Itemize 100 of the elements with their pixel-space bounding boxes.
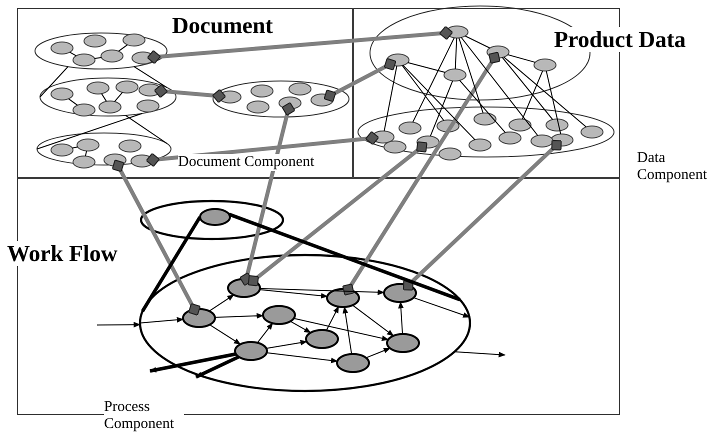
line [68, 98, 78, 106]
component-oval [130, 154, 154, 168]
arrow [266, 352, 338, 364]
component-oval [278, 96, 302, 110]
component-oval [50, 144, 74, 156]
component-oval [530, 134, 554, 148]
arrow [398, 301, 404, 334]
line [72, 146, 78, 148]
component-label: Data Component [637, 150, 707, 184]
line [101, 93, 107, 102]
layer-ellipse [34, 32, 168, 70]
connector-line [146, 131, 380, 167]
line [454, 38, 458, 70]
component-oval [98, 100, 122, 114]
component-oval [132, 52, 154, 64]
process-oval [199, 208, 231, 226]
component-label: Document Component [178, 154, 314, 172]
line [134, 66, 168, 88]
component-oval [138, 84, 162, 96]
component-oval [72, 54, 96, 66]
component-oval [550, 134, 574, 146]
arrow [140, 317, 184, 324]
line [125, 114, 168, 144]
component-oval [446, 26, 468, 38]
connector-line [154, 84, 226, 104]
process-oval [386, 333, 420, 353]
arrow [454, 351, 506, 358]
layer-ellipse [36, 132, 172, 168]
line [402, 65, 444, 121]
component-oval [486, 46, 510, 58]
arrow [149, 352, 236, 373]
arrow [260, 288, 385, 296]
component-oval [534, 58, 556, 72]
layer-ellipse [212, 80, 350, 118]
line [402, 64, 476, 140]
line [460, 37, 538, 136]
arrow [266, 340, 308, 349]
line [40, 66, 68, 98]
line [458, 37, 484, 114]
panel-heading: Product Data [552, 27, 688, 52]
component-oval [84, 34, 106, 48]
layer-ellipse [140, 200, 284, 240]
component-oval [122, 34, 146, 46]
process-oval [336, 353, 370, 373]
component-oval [288, 82, 312, 96]
line [412, 37, 455, 123]
component-oval [436, 120, 460, 132]
layer-ellipse [358, 106, 614, 160]
component-oval [218, 90, 242, 104]
line [507, 54, 536, 63]
component-oval [468, 138, 492, 152]
line [407, 62, 446, 73]
component-oval [104, 154, 126, 166]
process-oval [234, 341, 268, 361]
arrow [413, 297, 470, 318]
component-oval [136, 100, 160, 112]
component-oval [250, 84, 274, 98]
arrow [342, 306, 352, 354]
connector-line [146, 26, 454, 64]
component-oval [438, 148, 462, 160]
process-oval [262, 305, 296, 325]
component-oval [246, 100, 270, 114]
arrow [290, 320, 312, 334]
arrow [352, 304, 394, 336]
panel [17, 8, 353, 178]
arrow [195, 355, 240, 379]
arrow [214, 313, 264, 319]
component-oval [76, 138, 100, 152]
line [459, 80, 506, 134]
line [464, 36, 490, 48]
layer-ellipse [138, 254, 472, 392]
arrow [208, 294, 234, 312]
component-oval [50, 88, 74, 100]
arrow [96, 322, 141, 328]
connector-line [248, 141, 428, 286]
line [118, 44, 128, 52]
component-oval [116, 80, 138, 94]
component-oval [72, 156, 96, 168]
component-oval [498, 132, 522, 144]
line [69, 52, 77, 56]
connector-line [402, 140, 562, 291]
component-oval [546, 118, 568, 132]
component-oval [474, 112, 496, 126]
panel-heading: Work Flow [5, 241, 120, 266]
line [430, 80, 454, 137]
component-oval [580, 126, 604, 138]
component-label: Process Component [104, 399, 184, 434]
layer-ellipse [40, 78, 176, 116]
process-oval [305, 329, 339, 349]
arrow [259, 289, 328, 299]
component-oval [398, 122, 422, 134]
component-oval [118, 140, 142, 152]
arrow [366, 348, 391, 358]
line [522, 70, 544, 120]
line [84, 150, 88, 156]
line [503, 56, 587, 128]
component-oval [50, 42, 74, 54]
arrow [326, 306, 340, 331]
component-oval [386, 54, 410, 66]
connector-line [342, 52, 500, 296]
